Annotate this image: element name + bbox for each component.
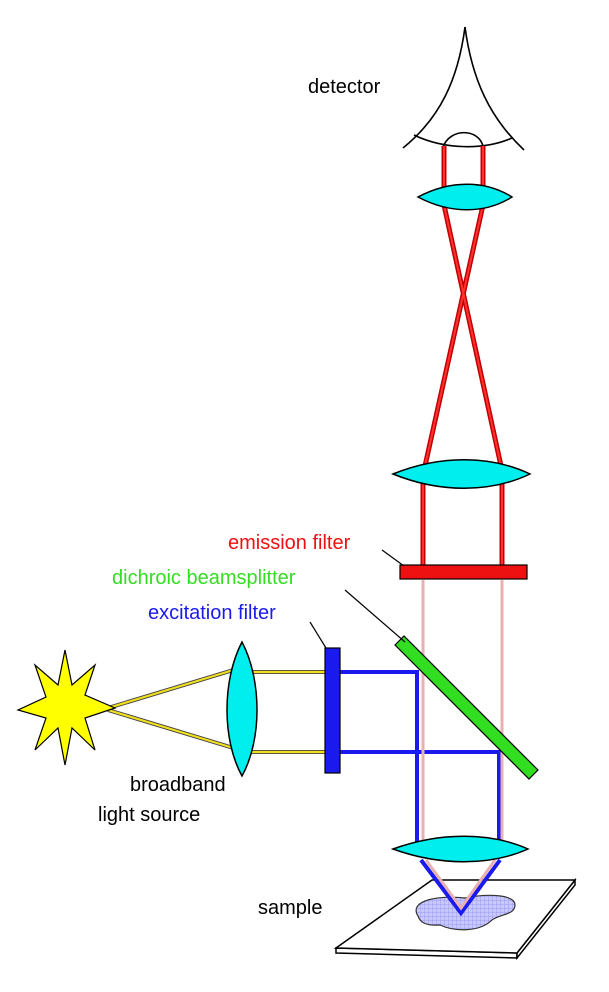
condenser-lens [226, 640, 258, 778]
detector-lens [416, 183, 514, 211]
light-source-star-icon [16, 649, 117, 766]
label-detector: detector [308, 76, 381, 98]
label-broadband: broadband [130, 774, 226, 796]
label-light-source: light source [98, 804, 201, 826]
label-emission-filter: emission filter [228, 532, 351, 554]
source-beam [107, 666, 326, 754]
label-excitation-filter: excitation filter [148, 602, 276, 624]
detector-icon [402, 26, 525, 151]
label-sample: sample [258, 897, 323, 919]
tube-lens [390, 459, 532, 489]
excitation-beam [340, 670, 502, 917]
label-dichroic-beamsplitter: dichroic beamsplitter [112, 567, 296, 589]
emission-filter [399, 564, 528, 580]
transmitted-emission [421, 580, 504, 911]
excitation-filter [324, 647, 341, 774]
objective-lens [390, 835, 530, 863]
